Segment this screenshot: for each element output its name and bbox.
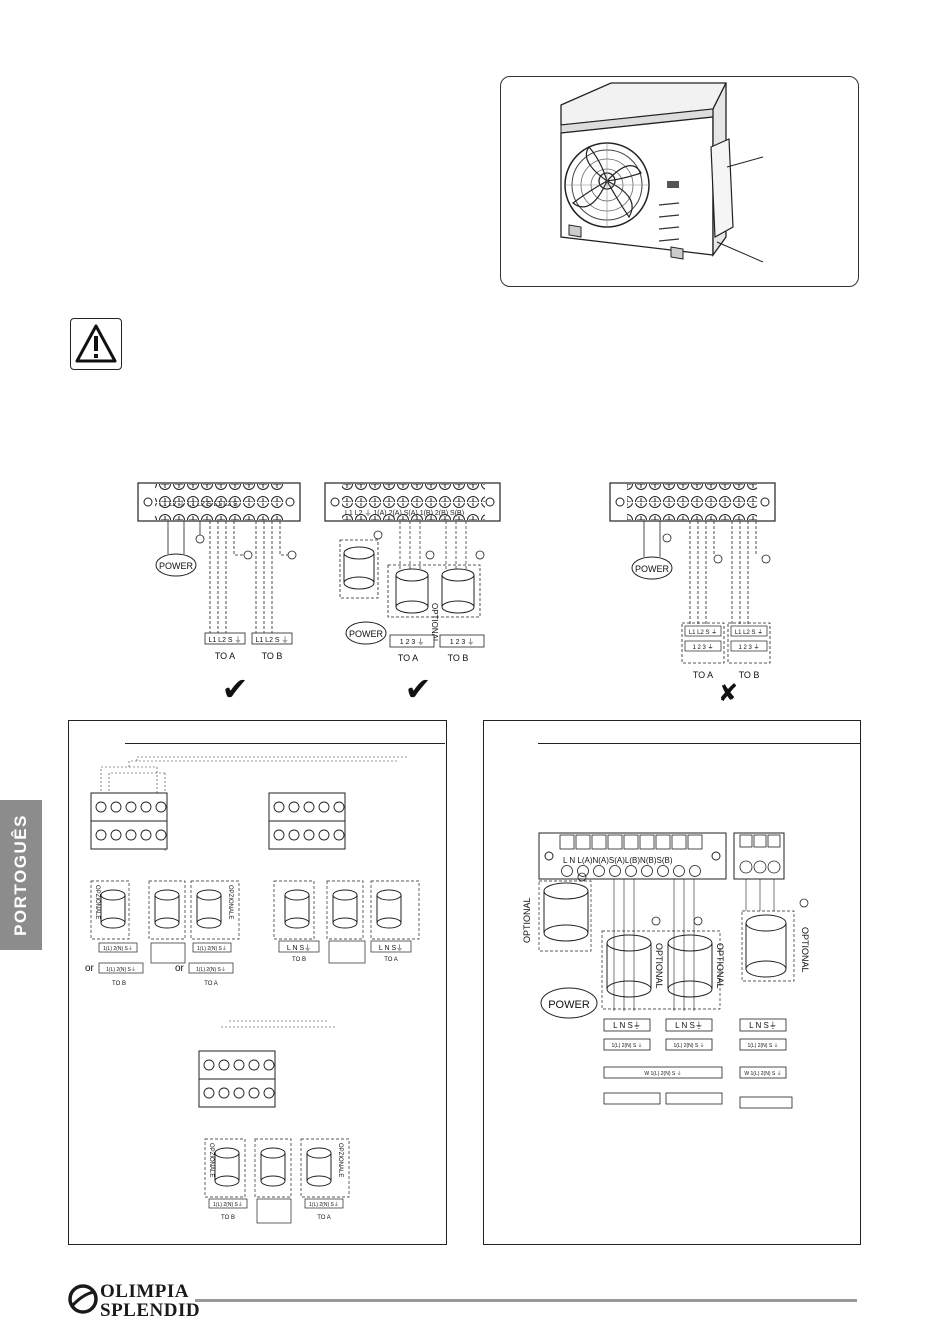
alt2-right-1: W 1(L) 2(N) S ⏚: [644, 1070, 681, 1077]
panel-right-diagram: L N L(A)N(A)S(A)L(B)N(B)S(B) OPTIONAL PO…: [522, 832, 810, 1109]
olimpia-logo-icon: [66, 1282, 100, 1316]
label-123-b-3: 1 2 3 ⏚: [738, 644, 759, 651]
outdoor-unit-figure: [500, 76, 859, 287]
outdoor-unit-drawing: [560, 82, 764, 263]
lns-right-1: L N S⏚: [613, 1021, 641, 1030]
optional-label-2: OPTIONAL: [430, 603, 439, 644]
alt-label-5: 1(L) 2(N) S⏚: [213, 1201, 243, 1208]
to-b-label-block-c: TO B: [221, 1215, 235, 1221]
to-a-label-1: TO A: [215, 651, 235, 661]
block-c: OPZIONALE OPZIONALE 1(L) 2(N) S⏚ 1(L) 2(…: [198, 1020, 350, 1224]
label-l1l2s-a-1: L1 L2 S ⏚: [208, 636, 241, 644]
to-b-label-1: TO B: [262, 651, 283, 661]
top-wiring-diagrams: L1 L2 ⏚ L1 L2 S L1 L2 S POWER L1 L2 S ⏚ …: [137, 482, 776, 705]
power-label-2: POWER: [349, 629, 384, 639]
block-b: L N S⏚ L N S⏚ TO B TO A: [268, 792, 420, 964]
alt-label-3: 1(L) 2(N) S⏚: [106, 966, 136, 973]
cross-mark: ✘: [718, 680, 738, 705]
panel-bottom-left: OPZIONALE OPZIONALE 1(L) 2(N) S⏚ 1(L) 2(…: [68, 720, 447, 1245]
label-l1l2s-a-3: L1 L2 S ⏚: [689, 629, 717, 636]
alt2-right-2: W 1(L) 2(N) S ⏚: [744, 1070, 781, 1077]
label-l1l2s-b-1: L1 L2 S ⏚: [255, 636, 288, 644]
power-label-1: POWER: [159, 561, 194, 571]
label-123-a-2: 1 2 3 ⏚: [400, 638, 425, 646]
or-label-2: or: [175, 963, 185, 974]
footer-rule: [195, 1299, 857, 1302]
alt-label-1: 1(L) 2(N) S⏚: [103, 945, 133, 952]
panel-right-header-line: [538, 743, 860, 744]
label-123-b-2: 1 2 3 ⏚: [450, 638, 475, 646]
alt-label-4: 1(L) 2(N) S⏚: [196, 966, 226, 973]
terminal-label-row-2: L1 L2 ⏚ 1(A) 2(A) S(A) 1(B) 2(B) S(B): [345, 509, 464, 517]
to-a-label-3: TO A: [693, 670, 713, 680]
to-b-label-block-b: TO B: [292, 957, 306, 963]
to-b-label-2: TO B: [448, 653, 469, 663]
opzionale-2: OPZIONALE: [227, 885, 233, 919]
or-label-1: or: [85, 963, 95, 974]
opzionale-1: OPZIONALE: [94, 885, 100, 919]
to-a-label-block-c: TO A: [317, 1215, 331, 1221]
alt1-right-1: 1(L) 2(N) S ⏚: [611, 1042, 642, 1049]
terminal-label-row-1: L1 L2 ⏚ L1 L2 S L1 L2 S: [159, 500, 238, 508]
language-tab-label: PORTOGUÊS: [11, 814, 30, 936]
warning-icon: [70, 318, 122, 370]
lns-label-b1: L N S⏚: [287, 944, 311, 952]
check-mark-1: ✔: [222, 671, 249, 705]
to-a-label-block-a: TO A: [204, 981, 218, 987]
label-123-a-3: 1 2 3 ⏚: [692, 644, 713, 651]
diagram-correct-1: L1 L2 ⏚ L1 L2 S L1 L2 S POWER L1 L2 S ⏚ …: [137, 482, 301, 705]
opzionale-4: OPZIONALE: [337, 1143, 343, 1177]
optional-label-right-4: OPTIONAL: [800, 927, 810, 973]
block-a: OPZIONALE OPZIONALE 1(L) 2(N) S⏚ 1(L) 2(…: [85, 756, 407, 987]
alt-label-2: 1(L) 2(N) S⏚: [197, 945, 227, 952]
power-label-right: POWER: [548, 999, 590, 1011]
optional-label-right-2: OPTIONAL: [654, 943, 664, 989]
terminal-row-label: L N L(A)N(A)S(A)L(B)N(B)S(B): [563, 856, 673, 865]
alt1-right-3: 1(L) 2(N) S ⏚: [747, 1042, 778, 1049]
panel-bottom-right: L N L(A)N(A)S(A)L(B)N(B)S(B) OPTIONAL PO…: [483, 720, 861, 1245]
brand-line-1: OLIMPIA: [100, 1281, 189, 1302]
lns-label-b2: L N S⏚: [379, 944, 403, 952]
brand-line-2: SPLENDID: [100, 1300, 201, 1321]
alt-label-6: 1(L) 2(N) S⏚: [309, 1201, 339, 1208]
panel-left-diagrams: OPZIONALE OPZIONALE 1(L) 2(N) S⏚ 1(L) 2(…: [85, 756, 420, 1224]
brand-name: OLIMPIA SPLENDID: [100, 1282, 200, 1320]
power-label-3: POWER: [635, 564, 670, 574]
lns-right-3: L N S⏚: [749, 1021, 777, 1030]
diagram-incorrect: POWER L1 L2 S ⏚ 1 2 3 ⏚ L1 L2 S ⏚ 1 2 3 …: [609, 482, 776, 705]
alt1-right-2: 1(L) 2(N) S ⏚: [673, 1042, 704, 1049]
opzionale-3: OPZIONALE: [208, 1143, 214, 1177]
language-tab: PORTOGUÊS: [0, 800, 42, 950]
optional-label-right-3: OPTIONAL: [715, 943, 725, 989]
optional-label-right-1: OPTIONAL: [522, 897, 532, 943]
to-b-label-block-a: TO B: [112, 981, 126, 987]
check-mark-2: ✔: [405, 671, 432, 705]
label-l1l2s-b-3: L1 L2 S ⏚: [735, 629, 763, 636]
to-a-label-block-b: TO A: [384, 957, 398, 963]
to-b-label-3: TO B: [739, 670, 760, 680]
diagram-correct-2: L1 L2 ⏚ 1(A) 2(A) S(A) 1(B) 2(B) S(B) PO…: [324, 482, 501, 705]
lns-right-2: L N S⏚: [675, 1021, 703, 1030]
panel-left-header-line: [125, 743, 445, 744]
to-a-label-2: TO A: [398, 653, 418, 663]
